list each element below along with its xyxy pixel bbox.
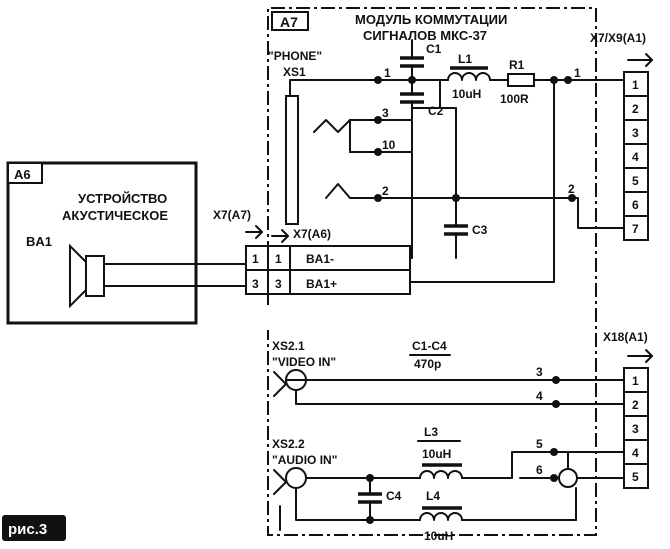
r1-label: R1 bbox=[509, 58, 525, 72]
figure-label: рис.3 bbox=[8, 521, 47, 538]
xs1-contact-dots bbox=[374, 76, 382, 202]
arrow-icon bbox=[627, 53, 653, 67]
x7-a6-left-pin: 3 bbox=[252, 277, 259, 291]
ba1-minus-label: BA1- bbox=[306, 252, 334, 266]
junction-dot bbox=[550, 474, 558, 482]
module-a7-id: A7 bbox=[280, 14, 298, 30]
c1-label: C1 bbox=[426, 42, 442, 56]
ba1-plus-label: BA1+ bbox=[306, 277, 337, 291]
module-a6-id: A6 bbox=[14, 167, 31, 182]
x7x9-connector-block bbox=[623, 71, 649, 241]
l3-value: 10uH bbox=[422, 447, 451, 461]
x18-pin: 3 bbox=[632, 422, 639, 436]
wires-to-x7x9 bbox=[567, 79, 625, 229]
x7x9-pin: 4 bbox=[632, 150, 639, 164]
c4-label: C4 bbox=[386, 489, 402, 503]
inductor-l1 bbox=[439, 66, 509, 81]
x7x9-pin: 2 bbox=[632, 102, 639, 116]
connector-x7-a7-label: X7(A7) bbox=[213, 208, 251, 222]
c2-label: C2 bbox=[428, 104, 444, 118]
l1-value: 10uH bbox=[452, 87, 481, 101]
wires-phone-section bbox=[377, 79, 573, 283]
connector-x7-a6-label: X7(A6) bbox=[293, 227, 331, 241]
junction-dot bbox=[550, 448, 558, 456]
wires-audio bbox=[505, 451, 625, 521]
l1-label: L1 bbox=[458, 52, 472, 66]
speaker-icon bbox=[69, 243, 247, 309]
x18-pin: 2 bbox=[632, 398, 639, 412]
x18-pin: 1 bbox=[632, 374, 639, 388]
l3-label: L3 bbox=[424, 425, 438, 439]
capacitor-c1 bbox=[400, 39, 424, 84]
x7-a6-left-pin: 1 bbox=[252, 252, 259, 266]
x18-pin: 5 bbox=[632, 470, 639, 484]
module-a7-frame bbox=[267, 7, 597, 536]
r1-value: 100R bbox=[500, 92, 529, 106]
figure-badge bbox=[2, 515, 66, 541]
xs1-label: XS1 bbox=[283, 65, 306, 79]
x7x9-label: X7/X9(A1) bbox=[590, 31, 646, 45]
x7x9-pin: 6 bbox=[632, 198, 639, 212]
video-jack-icon bbox=[273, 369, 557, 405]
x18-connector-block bbox=[623, 367, 649, 489]
xs2-2-label: XS2.2 bbox=[272, 437, 305, 451]
x7x9-pin: 3 bbox=[632, 126, 639, 140]
audio-pin: 6 bbox=[536, 463, 543, 477]
module-a6-title-line1: УСТРОЙСТВО bbox=[78, 191, 167, 206]
x7-a6-right-pin: 1 bbox=[275, 252, 282, 266]
inductor-l4 bbox=[419, 506, 577, 521]
capacitor-c2 bbox=[400, 79, 424, 109]
arrow-icon bbox=[245, 225, 289, 243]
xs1-pin: 10 bbox=[382, 138, 396, 152]
speaker-label: BA1 bbox=[26, 234, 52, 249]
xs1-pin: 1 bbox=[384, 66, 391, 80]
module-a6-frame bbox=[6, 161, 198, 325]
resistor-r1 bbox=[507, 73, 571, 87]
x7-a6-right-pin: 3 bbox=[275, 277, 282, 291]
x7x9-pin: 5 bbox=[632, 174, 639, 188]
module-a7-title-line1: МОДУЛЬ КОММУТАЦИИ bbox=[355, 12, 507, 27]
xs2-1-label: XS2.1 bbox=[272, 339, 305, 353]
phone-label: "PHONE" bbox=[268, 49, 322, 63]
xs1-pin: 2 bbox=[382, 184, 389, 198]
connector-x7-block bbox=[245, 245, 411, 295]
x7x9-pin: 7 bbox=[632, 222, 639, 236]
x18-label: X18(A1) bbox=[603, 330, 648, 344]
x18-pin: 4 bbox=[632, 446, 639, 460]
xs1-pin: 3 bbox=[382, 106, 389, 120]
audio-in-label: "AUDIO IN" bbox=[272, 453, 337, 467]
arrow-icon bbox=[627, 349, 653, 363]
c1c4-value: 470p bbox=[414, 357, 441, 371]
video-in-label: "VIDEO IN" bbox=[272, 355, 336, 369]
module-a7-title-line2: СИГНАЛОВ МКС-37 bbox=[363, 28, 487, 43]
c1c4-label: C1-C4 bbox=[412, 339, 447, 353]
c3-out-pin: 2 bbox=[568, 182, 575, 196]
audio-pin: 5 bbox=[536, 437, 543, 451]
l4-value: 10uH bbox=[424, 529, 453, 543]
inductor-l3 bbox=[419, 463, 507, 479]
video-pin: 3 bbox=[536, 365, 543, 379]
c3-label: C3 bbox=[472, 223, 488, 237]
r1-out-pin: 1 bbox=[574, 66, 581, 80]
l4-label: L4 bbox=[426, 489, 440, 503]
video-pin: 4 bbox=[536, 389, 543, 403]
junction-dot bbox=[550, 76, 558, 84]
capacitor-c3 bbox=[439, 107, 468, 259]
capacitor-c4 bbox=[358, 474, 382, 524]
x7x9-pin: 1 bbox=[632, 78, 639, 92]
phone-jack-xs1 bbox=[285, 79, 386, 225]
module-a6-title-line2: АКУСТИЧЕСКОЕ bbox=[62, 208, 168, 223]
audio-jack-icon bbox=[273, 467, 421, 531]
